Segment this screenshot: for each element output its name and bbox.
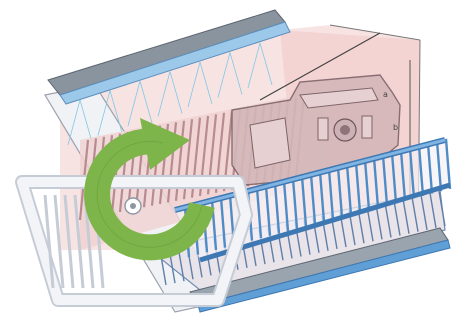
annotation-a: a [383,90,388,99]
annotation-b: b [393,123,398,132]
